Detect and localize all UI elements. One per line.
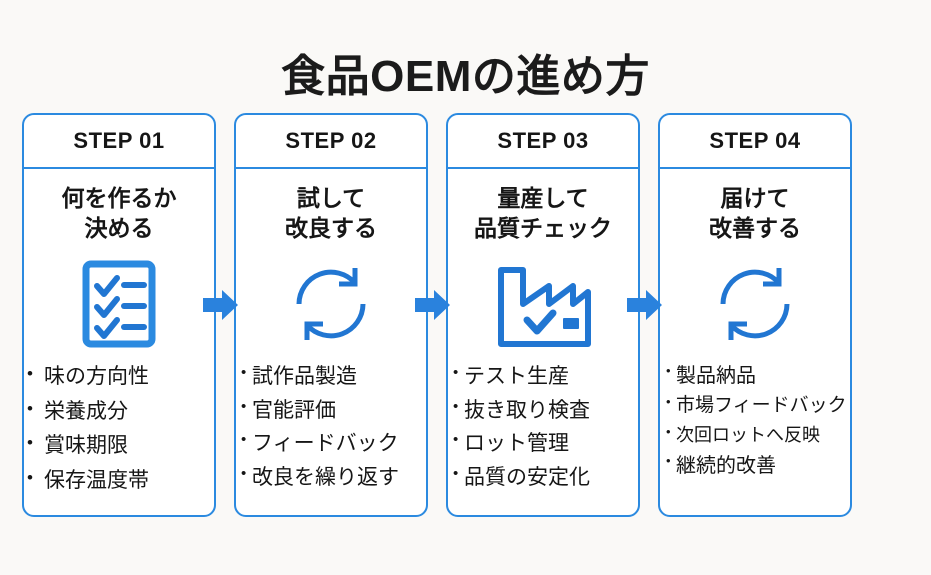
step-heading-line2: 決める bbox=[84, 215, 154, 242]
step-header-03: STEP 03 bbox=[448, 115, 638, 169]
step-card-03[interactable]: STEP 03 量産して 品質チェック テスト生産 抜き取り検査 ロット管理 品… bbox=[446, 113, 640, 517]
list-item: 栄養成分 bbox=[27, 397, 214, 427]
list-item: ロット管理 bbox=[453, 429, 638, 459]
step-bullet-list-04: 製品納品 市場フィードバック 次回ロットへ反映 継続的改善 bbox=[660, 362, 850, 480]
list-item: 市場フィードバック bbox=[666, 393, 850, 420]
refresh-cycle-icon bbox=[709, 256, 801, 352]
list-item: 味の方向性 bbox=[27, 362, 214, 392]
list-item: 製品納品 bbox=[666, 362, 850, 390]
step-badge-label: STEP 02 bbox=[285, 128, 377, 153]
list-item: 官能評価 bbox=[241, 396, 426, 426]
step-heading-line2: 改善する bbox=[709, 215, 801, 242]
step-badge-label: STEP 04 bbox=[709, 128, 801, 153]
list-item: 賞味期限 bbox=[27, 431, 214, 461]
list-item: 保存温度帯 bbox=[27, 466, 214, 496]
list-item: 試作品製造 bbox=[241, 362, 426, 392]
step-heading-line2: 改良する bbox=[285, 215, 377, 242]
list-item: 次回ロットへ反映 bbox=[666, 423, 850, 449]
checklist-icon bbox=[82, 256, 156, 352]
step-bullet-list-02: 試作品製造 官能評価 フィードバック 改良を繰り返す bbox=[236, 362, 426, 497]
list-item: フィードバック bbox=[241, 429, 426, 459]
page-title: 食品OEMの進め方 bbox=[281, 52, 650, 102]
step-heading-line1: 届けて bbox=[720, 185, 790, 211]
step-heading-01: 何を作るか 決める bbox=[58, 183, 181, 244]
arrow-right-icon bbox=[415, 288, 451, 322]
step-heading-line1: 量産して bbox=[497, 185, 589, 211]
step-heading-line1: 何を作るか bbox=[61, 185, 177, 211]
step-header-01: STEP 01 bbox=[24, 115, 214, 169]
step-heading-line2: 品質チェック bbox=[474, 215, 612, 242]
step-badge-label: STEP 01 bbox=[73, 128, 165, 153]
arrow-right-icon bbox=[627, 288, 663, 322]
step-bullet-list-01: 味の方向性 栄養成分 賞味期限 保存温度帯 bbox=[24, 362, 214, 501]
list-item: 抜き取り検査 bbox=[453, 396, 638, 426]
list-item: 継続的改善 bbox=[666, 452, 850, 480]
step-heading-03: 量産して 品質チェック bbox=[470, 183, 616, 244]
step-heading-04: 届けて 改善する bbox=[705, 183, 805, 244]
factory-check-icon bbox=[493, 256, 593, 352]
step-heading-02: 試して 改良する bbox=[281, 183, 381, 244]
list-item: 改良を繰り返す bbox=[241, 463, 426, 493]
step-card-04[interactable]: STEP 04 届けて 改善する 製品納品 市場フィードバック 次回ロットへ反映… bbox=[658, 113, 852, 517]
step-card-01[interactable]: STEP 01 何を作るか 決める 味の方向性 栄養成分 賞味期限 保存温度帯 bbox=[22, 113, 216, 517]
list-item: テスト生産 bbox=[453, 362, 638, 392]
step-bullet-list-03: テスト生産 抜き取り検査 ロット管理 品質の安定化 bbox=[448, 362, 638, 497]
step-card-02[interactable]: STEP 02 試して 改良する 試作品製造 官能評価 フィードバック 改良を繰… bbox=[234, 113, 428, 517]
step-badge-label: STEP 03 bbox=[497, 128, 589, 153]
list-item: 品質の安定化 bbox=[453, 463, 638, 493]
arrow-right-icon bbox=[203, 288, 239, 322]
steps-row: STEP 01 何を作るか 決める 味の方向性 栄養成分 賞味期限 保存温度帯 bbox=[22, 113, 888, 517]
step-heading-line1: 試して bbox=[296, 185, 366, 211]
step-header-04: STEP 04 bbox=[660, 115, 850, 169]
refresh-cycle-icon bbox=[285, 256, 377, 352]
step-header-02: STEP 02 bbox=[236, 115, 426, 169]
